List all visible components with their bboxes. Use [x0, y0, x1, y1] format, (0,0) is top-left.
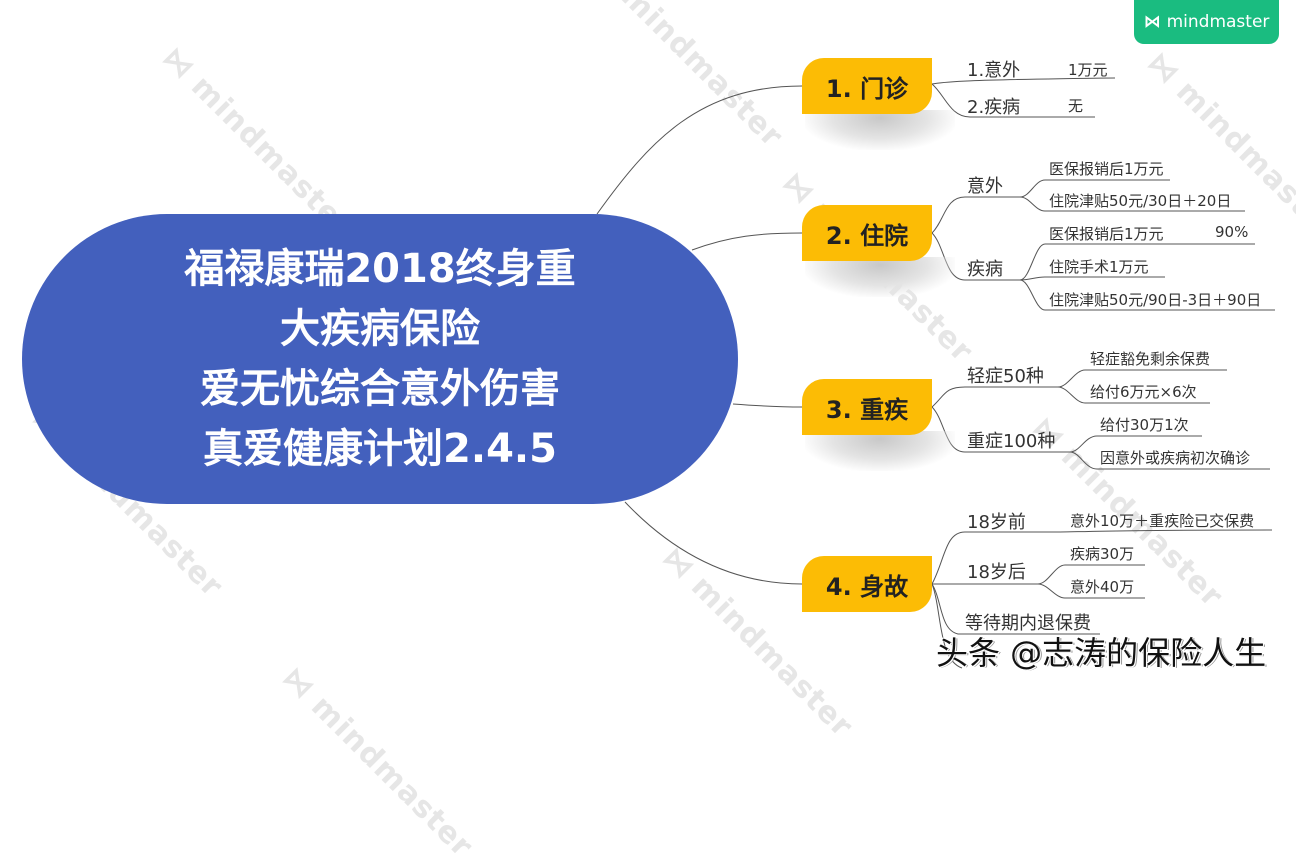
brand-name: mindmaster: [1166, 12, 1270, 32]
subtopic-after-18[interactable]: 18岁后: [967, 562, 1026, 583]
source-caption: 头条 @志涛的保险人生: [936, 634, 1267, 672]
subtopic-severe[interactable]: 重症100种: [967, 431, 1056, 452]
connector-lines: [596, 77, 1275, 669]
root-title-line: 爱无忧综合意外伤害: [200, 366, 560, 412]
mindmaster-logo-icon: ⋈: [1143, 12, 1161, 32]
subtopic-illness[interactable]: 2.疾病: [967, 97, 1021, 118]
watermark: ⋈mindmaster: [275, 660, 480, 865]
topic-shadow: [805, 431, 955, 471]
subtopic-before-18[interactable]: 18岁前: [967, 512, 1026, 533]
leaf-item[interactable]: 因意外或疾病初次确诊: [1100, 449, 1251, 467]
leaf-item[interactable]: 意外10万＋重疾险已交保费: [1070, 512, 1255, 530]
root-title-line: 真爱健康计划2.4.5: [203, 426, 557, 472]
leaf-item[interactable]: 医保报销后1万元: [1049, 160, 1164, 178]
leaf-note: 90%: [1215, 223, 1249, 241]
mindmaster-brand-badge[interactable]: ⋈ mindmaster: [1134, 0, 1279, 44]
leaf-item[interactable]: 意外40万: [1070, 578, 1135, 596]
root-title-line: 福禄康瑞2018终身重: [184, 246, 576, 292]
leaf-item[interactable]: 轻症豁免剩余保费: [1090, 350, 1211, 368]
leaf-item[interactable]: 给付30万1次: [1100, 416, 1189, 434]
subtopic-mild[interactable]: 轻症50种: [967, 366, 1044, 387]
subtopic-illness[interactable]: 疾病: [967, 259, 1003, 280]
subtopic-value[interactable]: 1万元: [1068, 61, 1108, 79]
topic-outpatient[interactable]: 1. 门诊: [802, 58, 932, 114]
leaf-item[interactable]: 住院手术1万元: [1049, 258, 1149, 276]
mindmap-canvas: ⋈mindmaster ⋈mindmaster ⋈mindmaster ⋈min…: [22, 0, 1296, 865]
subtopic-accident[interactable]: 1.意外: [967, 60, 1021, 81]
subtopic-accident[interactable]: 意外: [967, 176, 1003, 197]
subtopic-value[interactable]: 无: [1068, 97, 1084, 115]
leaf-item[interactable]: 住院津贴50元/90日-3日＋90日: [1049, 291, 1262, 309]
leaf-item[interactable]: 给付6万元×6次: [1090, 383, 1197, 401]
leaf-item[interactable]: 医保报销后1万元: [1049, 225, 1164, 243]
root-topic[interactable]: 福禄康瑞2018终身重 大疾病保险 爱无忧综合意外伤害 真爱健康计划2.4.5: [22, 214, 738, 504]
root-title-line: 大疾病保险: [280, 306, 480, 352]
subtopic-waiting-period[interactable]: 等待期内退保费: [965, 613, 1091, 634]
topic-death[interactable]: 4. 身故: [802, 556, 932, 612]
topic-shadow: [805, 110, 955, 150]
topic-hospitalization[interactable]: 2. 住院: [802, 205, 932, 261]
leaf-item[interactable]: 疾病30万: [1070, 545, 1135, 563]
topic-critical-illness[interactable]: 3. 重疾: [802, 379, 932, 435]
leaf-item[interactable]: 住院津贴50元/30日＋20日: [1049, 192, 1232, 210]
topic-shadow: [805, 257, 955, 297]
